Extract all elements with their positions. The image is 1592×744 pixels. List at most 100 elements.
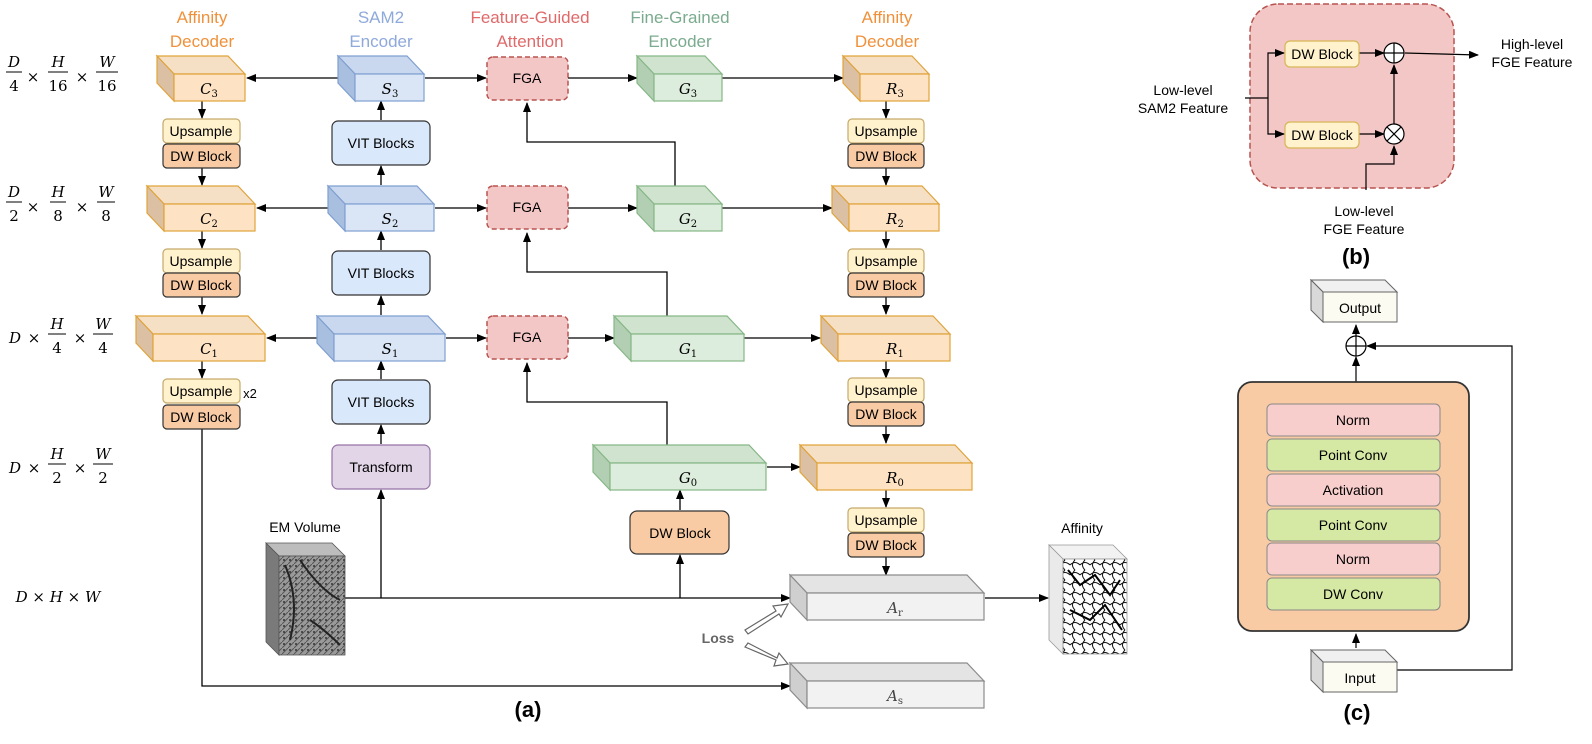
low-fge-label: Low-level: [1334, 203, 1393, 219]
fga-label-1: FGA: [513, 329, 542, 345]
fga-label-3: FGA: [513, 70, 542, 86]
add-icon: [1383, 42, 1405, 64]
svg-text:S3: S3: [382, 80, 399, 100]
svg-text:Point Conv: Point Conv: [1319, 447, 1387, 463]
svg-text:Upsample: Upsample: [169, 123, 232, 139]
svg-text:R1: R1: [885, 340, 904, 360]
loss-label: Loss: [702, 630, 735, 646]
block-r0: R0: [798, 443, 974, 492]
block-as: As: [788, 661, 986, 710]
header-affinity-decoder-right-2: Decoder: [855, 32, 920, 51]
svg-text:H: H: [49, 445, 64, 463]
svg-text:C2: C2: [200, 210, 218, 230]
caption-a: (a): [515, 697, 542, 722]
header-affinity-decoder-right: Affinity: [862, 8, 913, 27]
panel-b-dw-block-bottom: [1284, 121, 1360, 149]
fga-box-3: [486, 56, 569, 101]
svg-text:G2: G2: [679, 210, 697, 230]
block-c3: C3: [155, 54, 247, 103]
svg-text:DW Block: DW Block: [855, 406, 917, 422]
svg-text:×: ×: [74, 329, 87, 347]
panel-b-fga-detail: DW Block DW Block: [1245, 3, 1479, 190]
add-icon-c: [1345, 335, 1367, 357]
multiply-icon: [1383, 123, 1405, 145]
svg-text:Upsample: Upsample: [854, 253, 917, 269]
svg-text:DW Block: DW Block: [170, 148, 232, 164]
header-fge: Fine-Grained: [630, 8, 729, 27]
transform-box: [331, 444, 431, 490]
svg-text:DW Conv: DW Conv: [1323, 586, 1383, 602]
block-s3: S3: [336, 54, 426, 103]
svg-text:DW Block: DW Block: [1291, 127, 1353, 143]
svg-text:G1: G1: [679, 340, 697, 360]
block-r3: R3: [841, 54, 931, 103]
svg-text:2: 2: [98, 469, 108, 487]
svg-text:C3: C3: [200, 80, 218, 100]
loss-arrows: [744, 603, 790, 667]
svg-text:S1: S1: [382, 340, 399, 360]
header-sam2-encoder-2: Encoder: [349, 32, 413, 51]
svg-text:16: 16: [97, 77, 116, 95]
dw-block-g0-label: DW Block: [649, 525, 711, 541]
svg-text:H: H: [50, 53, 65, 71]
dim-row1: D × H 4 × W 4: [8, 315, 113, 357]
svg-text:DW Block: DW Block: [855, 148, 917, 164]
low-sam2-label: Low-level: [1153, 82, 1212, 98]
svg-text:H: H: [50, 183, 65, 201]
svg-text:S2: S2: [382, 210, 399, 230]
fga-box-1: [486, 315, 569, 360]
layer-point-conv-bottom: [1266, 508, 1441, 542]
svg-text:W: W: [95, 445, 112, 463]
layer-dw-conv: [1266, 577, 1441, 611]
layer-point-conv-top: [1266, 438, 1441, 472]
dimension-labels: D 4 × H 16 × W 16 D 2 × H 8 × W 8: [6, 53, 118, 606]
svg-text:×: ×: [76, 68, 89, 86]
vit-blocks-1: [331, 379, 431, 425]
svg-text:R0: R0: [885, 469, 904, 489]
vit-blocks-3: [331, 120, 431, 166]
svg-text:×: ×: [76, 198, 89, 216]
high-fge-label-2: FGE Feature: [1492, 54, 1573, 70]
caption-c: (c): [1344, 700, 1371, 725]
dim-row0: D × H 2 × W 2: [8, 445, 113, 487]
caption-b: (b): [1342, 244, 1370, 269]
fga-box-2: [486, 185, 569, 230]
svg-text:W: W: [95, 315, 112, 333]
layer-norm-top: [1266, 403, 1441, 437]
svg-text:W: W: [98, 183, 115, 201]
block-s1: S1: [315, 314, 447, 363]
input-block: Input: [1309, 648, 1399, 694]
vit-blocks-label-2: VIT Blocks: [348, 265, 415, 281]
header-affinity-decoder-left-2: Decoder: [170, 32, 235, 51]
affinity-image: [1048, 544, 1128, 655]
header-fge-2: Encoder: [648, 32, 712, 51]
low-fge-label-2: FGE Feature: [1324, 221, 1405, 237]
fga-label-2: FGA: [513, 199, 542, 215]
svg-text:G3: G3: [679, 80, 697, 100]
vit-blocks-label-3: VIT Blocks: [348, 135, 415, 151]
vit-blocks-label-1: VIT Blocks: [348, 394, 415, 410]
svg-text:DW Block: DW Block: [855, 537, 917, 553]
output-block: Output: [1309, 278, 1399, 324]
svg-text:D: D: [7, 53, 20, 71]
svg-text:W: W: [99, 53, 116, 71]
svg-text:Norm: Norm: [1336, 412, 1370, 428]
svg-text:8: 8: [53, 207, 63, 225]
em-volume-label: EM Volume: [269, 519, 341, 535]
em-volume-image: [265, 542, 346, 656]
svg-text:Point Conv: Point Conv: [1319, 517, 1387, 533]
connectors: [198, 74, 1049, 690]
block-g1: G1: [612, 314, 746, 363]
svg-text:As: As: [885, 687, 903, 707]
dim-row2: D 2 × H 8 × W 8: [6, 183, 115, 225]
header-fga: Feature-Guided: [470, 8, 589, 27]
svg-text:16: 16: [48, 77, 67, 95]
block-c2: C2: [145, 184, 257, 233]
svg-text:R2: R2: [885, 210, 904, 230]
svg-text:D: D: [8, 459, 21, 477]
svg-text:Upsample: Upsample: [854, 382, 917, 398]
transform-label: Transform: [349, 459, 412, 475]
block-g3: G3: [635, 54, 724, 103]
svg-text:Upsample: Upsample: [169, 253, 232, 269]
block-g2: G2: [635, 184, 724, 233]
